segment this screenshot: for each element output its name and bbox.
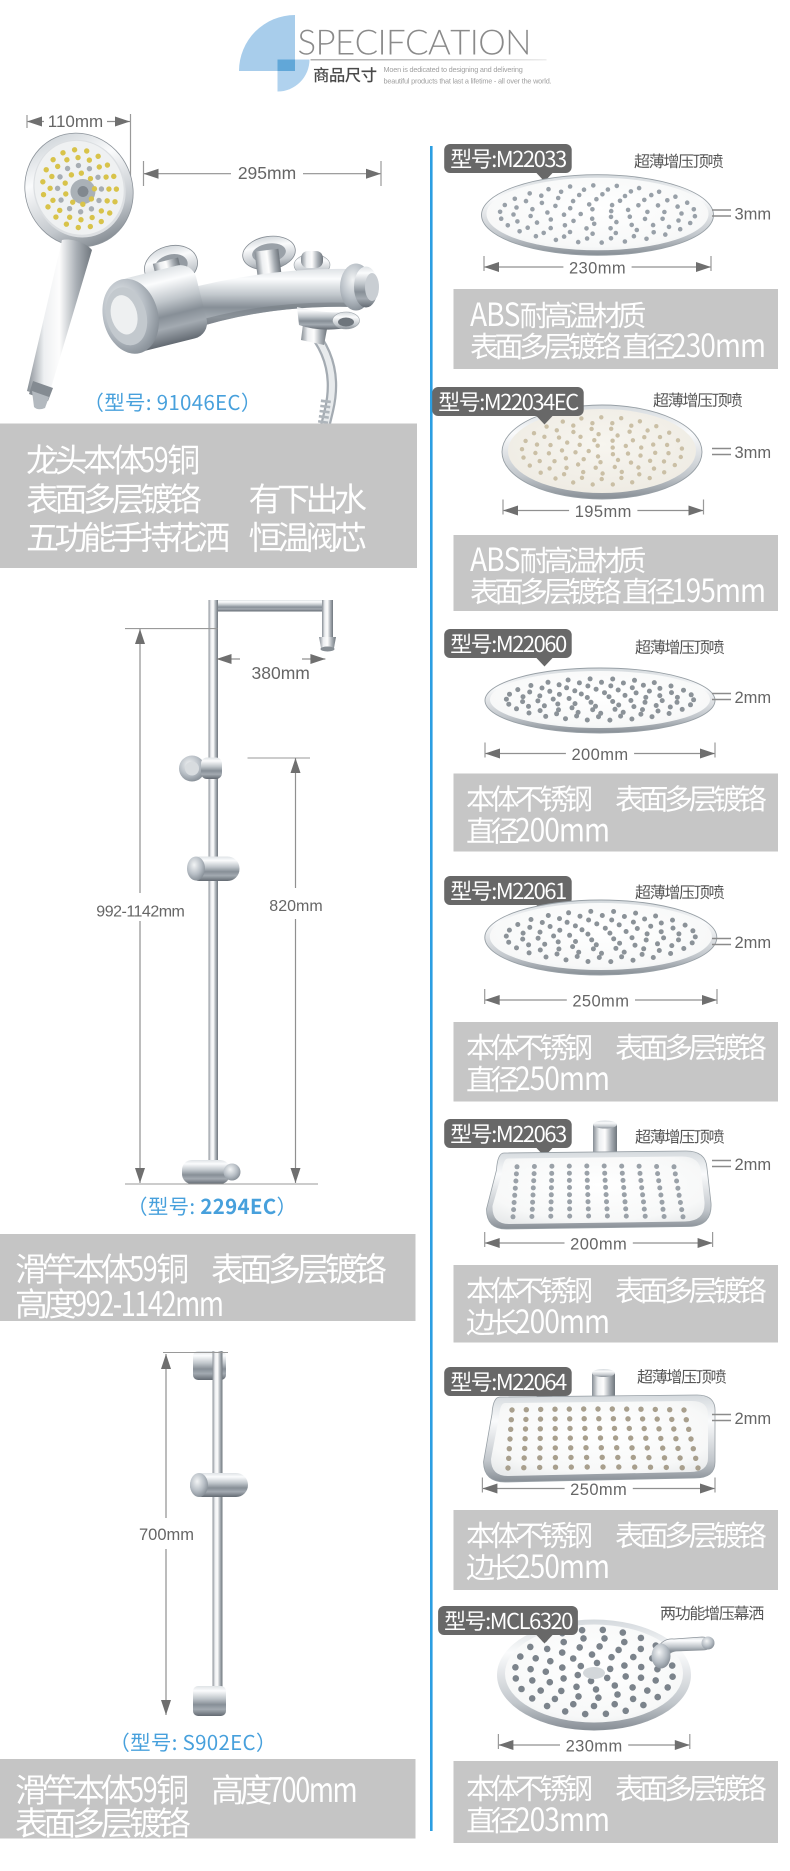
- svg-text:992-1142mm: 992-1142mm: [96, 904, 184, 921]
- svg-text:2mm: 2mm: [735, 689, 772, 707]
- svg-text:2mm: 2mm: [735, 934, 772, 952]
- svg-text:195mm: 195mm: [575, 503, 632, 521]
- svg-text:Moen is dedicated to designing: Moen is dedicated to designing and deliv…: [384, 65, 523, 74]
- svg-text:230mm: 230mm: [566, 1737, 623, 1755]
- svg-text:2mm: 2mm: [735, 1410, 772, 1428]
- svg-text:200mm: 200mm: [571, 746, 628, 764]
- svg-text:110mm: 110mm: [48, 112, 103, 131]
- svg-text:295mm: 295mm: [238, 163, 296, 183]
- svg-text:200mm: 200mm: [570, 1235, 627, 1253]
- svg-text:3mm: 3mm: [735, 206, 772, 224]
- svg-text:230mm: 230mm: [569, 259, 626, 277]
- svg-text:250mm: 250mm: [572, 992, 629, 1010]
- svg-text:700mm: 700mm: [139, 1526, 194, 1544]
- svg-text:820mm: 820mm: [269, 898, 322, 915]
- svg-text:2mm: 2mm: [735, 1156, 772, 1174]
- svg-text:250mm: 250mm: [570, 1481, 627, 1499]
- svg-text:380mm: 380mm: [252, 663, 310, 683]
- svg-text:3mm: 3mm: [735, 444, 772, 462]
- svg-text:beautiful products that last a: beautiful products that last a lifetime …: [384, 76, 552, 85]
